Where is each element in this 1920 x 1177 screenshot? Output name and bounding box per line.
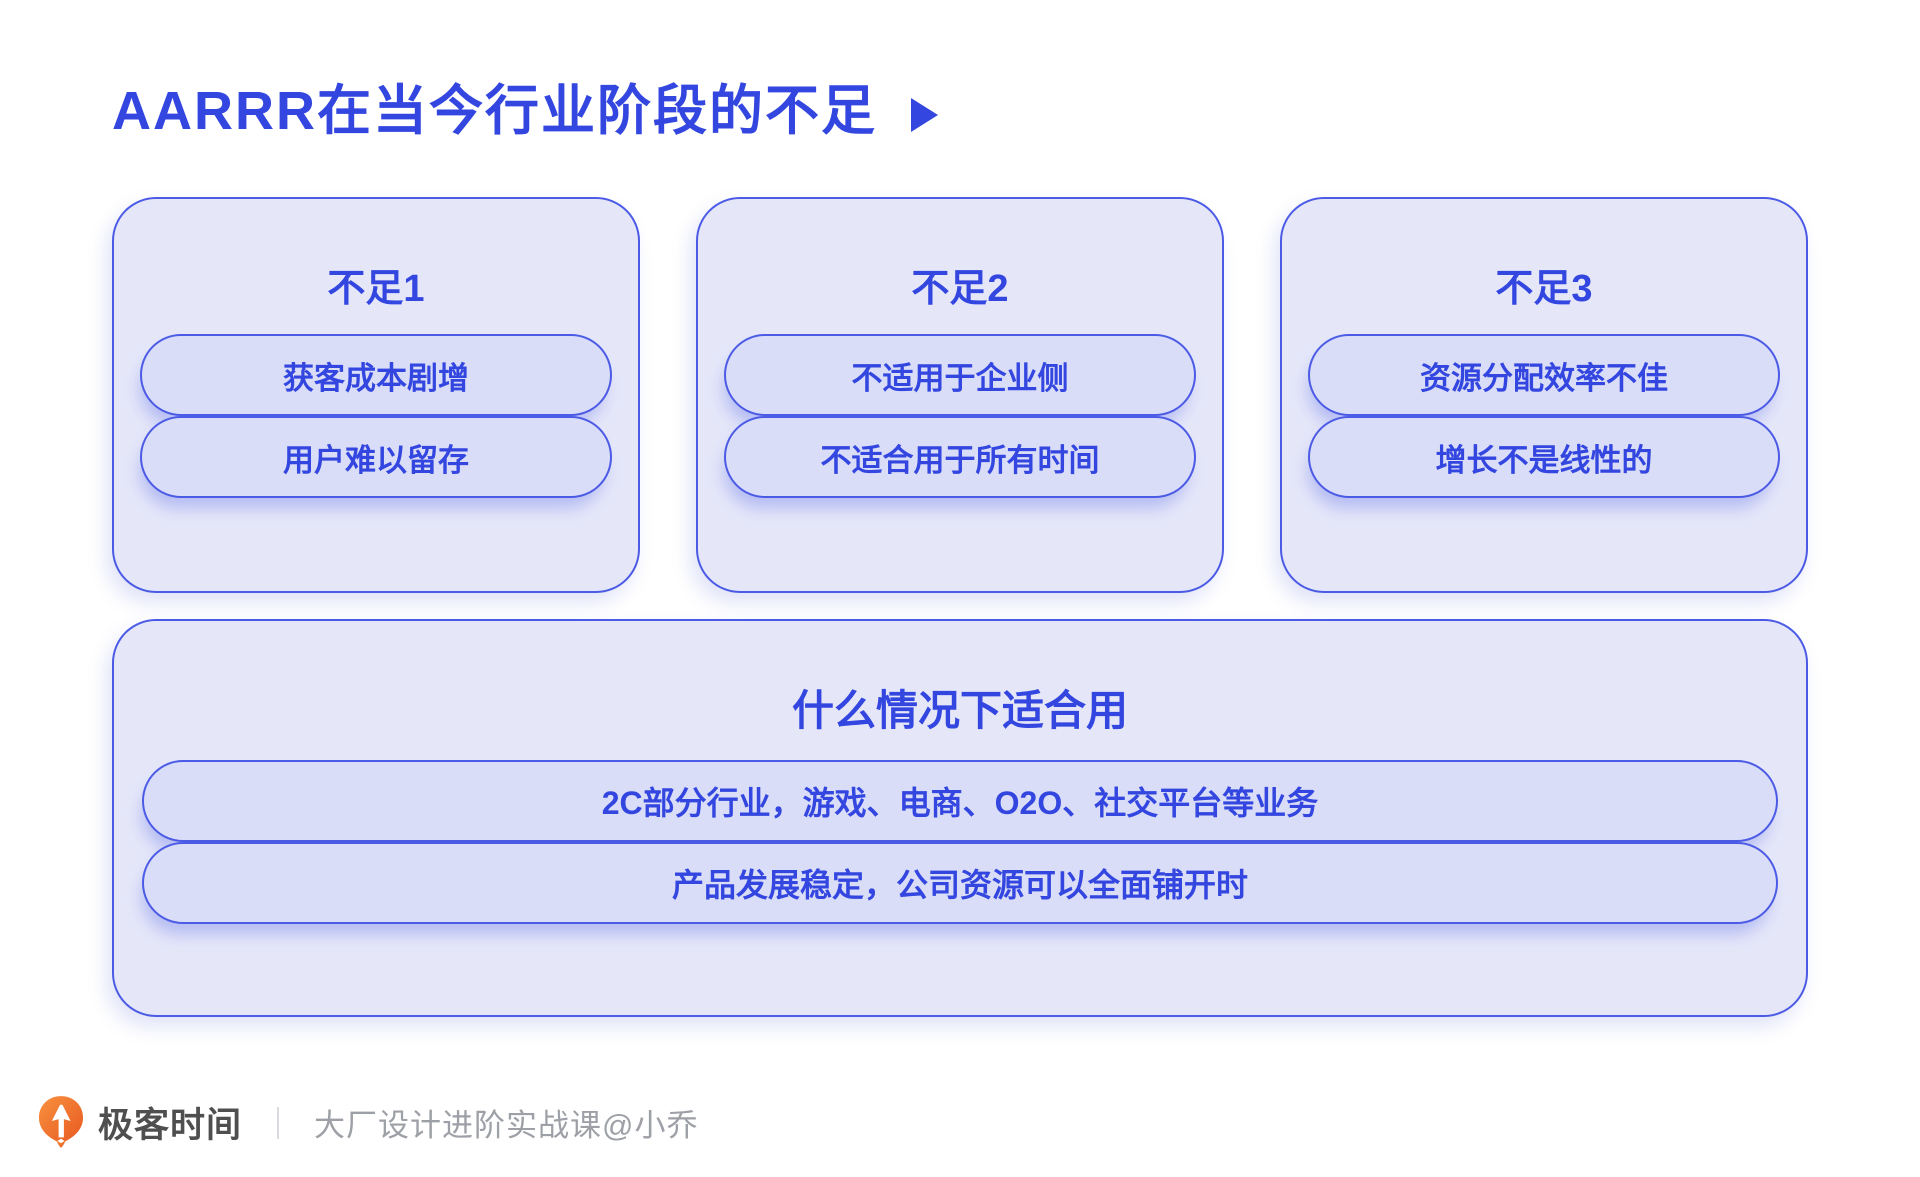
- pill-item: 用户难以留存: [140, 416, 612, 499]
- pill-item: 不适合用于所有时间: [724, 416, 1196, 499]
- card-heading: 不足1: [327, 268, 425, 311]
- footer: 极客时间 ｜ 大厂设计进阶实战课@小乔: [38, 1095, 699, 1149]
- card-heading: 什么情况下适合用: [791, 687, 1128, 735]
- pill-item: 不适用于企业侧: [724, 334, 1196, 417]
- card-when-to-use: 什么情况下适合用 2C部分行业，游戏、电商、O2O、社交平台等业务 产品发展稳定…: [112, 619, 1808, 1018]
- pill-item: 2C部分行业，游戏、电商、O2O、社交平台等业务: [142, 760, 1778, 843]
- card-heading: 不足3: [1495, 268, 1593, 311]
- brand-name: 极客时间: [98, 1105, 243, 1145]
- play-triangle-icon: [911, 97, 938, 132]
- pill-item: 增长不是线性的: [1308, 416, 1780, 499]
- card-heading: 不足2: [911, 268, 1009, 311]
- geektime-logo-icon: [38, 1096, 84, 1148]
- footer-divider: ｜: [262, 1106, 295, 1142]
- footer-course-label: 大厂设计进阶实战课@小乔: [314, 1107, 699, 1143]
- shortcoming-cards-row: 不足1 获客成本剧增 用户难以留存 不足2 不适用于企业侧 不适合用于所有时间 …: [112, 197, 1808, 594]
- page-title: AARRR在当今行业阶段的不足: [112, 81, 877, 141]
- card-shortcoming-3: 不足3 资源分配效率不佳 增长不是线性的: [1280, 197, 1808, 594]
- pill-item: 资源分配效率不佳: [1308, 334, 1780, 417]
- pill-item: 获客成本剧增: [140, 334, 612, 417]
- card-shortcoming-1: 不足1 获客成本剧增 用户难以留存: [112, 197, 640, 594]
- card-shortcoming-2: 不足2 不适用于企业侧 不适合用于所有时间: [696, 197, 1224, 594]
- title-row: AARRR在当今行业阶段的不足: [112, 0, 1808, 141]
- pill-item: 产品发展稳定，公司资源可以全面铺开时: [142, 842, 1778, 925]
